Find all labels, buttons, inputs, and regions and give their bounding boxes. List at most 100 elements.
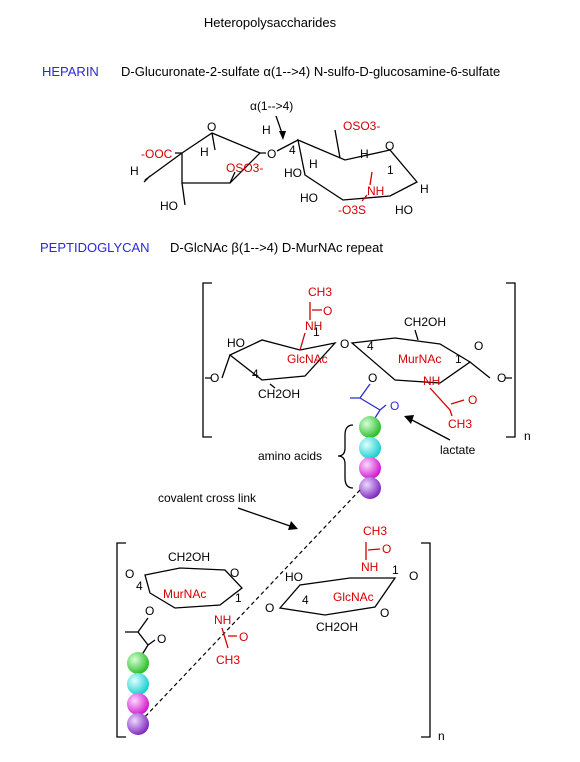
heparin-o-ring-right: O — [385, 139, 394, 153]
heparin-coo: -OOC — [141, 147, 173, 161]
lower-murnac-ring — [144, 567, 243, 609]
lower-amino-acid-beads — [127, 652, 149, 735]
lower-o-glc: O — [382, 542, 391, 556]
lower-pos4-right: 4 — [302, 593, 309, 607]
bead-magenta — [359, 457, 381, 479]
lower-o-left: O — [125, 567, 134, 581]
upper-ch3-glc: CH3 — [308, 285, 332, 299]
upper-ho: HO — [227, 336, 245, 350]
upper-o-left: O — [210, 371, 219, 385]
upper-pos4-right: 4 — [367, 339, 374, 353]
bead-cyan — [359, 437, 381, 459]
upper-o-right-end: O — [497, 371, 506, 385]
upper-pos4-left: 4 — [252, 367, 259, 381]
heparin-linkage-arrowhead — [279, 131, 286, 140]
lower-nac-mur — [221, 627, 237, 649]
heparin-h-right1: H — [309, 157, 318, 171]
heparin-oso3-ring: OSO3- — [226, 161, 263, 175]
lower-o-right-end: O — [409, 569, 418, 583]
heparin-h-right3: H — [420, 182, 429, 196]
upper-ch2oh-right: CH2OH — [404, 315, 446, 329]
heparin-pos1: 1 — [387, 163, 394, 177]
upper-pos1-left: 1 — [313, 325, 320, 339]
cross-link-dashed — [141, 489, 361, 721]
amino-acids-label: amino acids — [258, 449, 322, 463]
page-title: Heteropolysaccharides — [204, 15, 337, 30]
upper-nac-glc — [309, 302, 322, 320]
upper-glcnac-ring — [228, 339, 337, 381]
upper-nh-glc: NH — [305, 319, 322, 333]
upper-ch3-mur: CH3 — [448, 417, 472, 431]
upper-repeat-unit: n GlcNAc HO O 4 1 CH2OH NH O CH3 O MurNA… — [202, 282, 531, 443]
lower-repeat-unit: n MurNAc CH2OH O O 4 1 O O NH O CH3 O Gl… — [116, 524, 445, 743]
heparin-h-left3: H — [130, 164, 139, 178]
heparin-oso3-top: OSO3- — [343, 119, 380, 133]
upper-right-chain — [469, 361, 512, 379]
heparin-pos4: 4 — [289, 143, 296, 157]
heparin-ring-right — [297, 138, 419, 201]
lower-nac-glc — [365, 542, 381, 560]
upper-o-mur: O — [468, 393, 477, 407]
heparin-ho-right: HO — [284, 166, 302, 180]
lower-murnac-label: MurNAc — [163, 587, 206, 601]
bead-purple — [359, 477, 381, 499]
heparin-ring-left — [181, 132, 262, 184]
upper-ch2oh-bond — [269, 383, 276, 389]
lower-ch3-mur: CH3 — [216, 653, 240, 667]
lower-ch2oh-left: CH2OH — [168, 550, 210, 564]
lower-glcnac-label: GlcNAc — [333, 590, 374, 604]
lower-o-ring-left: O — [230, 566, 239, 580]
peptidoglycan-label: PEPTIDOGLYCAN — [40, 240, 150, 255]
lactate-arrowhead — [404, 415, 414, 424]
amino-acids-brace — [337, 424, 354, 489]
lower-ch2oh-right: CH2OH — [316, 620, 358, 634]
lower-lactyl-chain — [125, 617, 156, 659]
upper-subscript-n: n — [524, 429, 531, 443]
bead-purple — [127, 713, 149, 735]
lower-pos4-left: 4 — [136, 579, 143, 593]
lower-pos1-right: 1 — [392, 563, 399, 577]
lower-nh-mur: NH — [214, 613, 231, 627]
peptidoglycan-description: D-GlcNAc β(1-->4) D-MurNAc repeat — [170, 240, 383, 255]
lactate-label: lactate — [440, 443, 476, 457]
upper-murnac-label: MurNAc — [398, 352, 441, 366]
lactate-arrow — [411, 419, 451, 441]
lower-glycosidic-o: O — [265, 601, 274, 615]
heparin-section: HEPARIN D-Glucuronate-2-sulfate α(1-->4)… — [42, 64, 500, 217]
lower-o-mur: O — [239, 630, 248, 644]
heparin-nh-bond — [361, 171, 373, 202]
heparin-label: HEPARIN — [42, 64, 99, 79]
lower-nh-glc: NH — [361, 560, 378, 574]
lower-ch3-glc: CH3 — [363, 524, 387, 538]
upper-glycosidic-o: O — [340, 337, 349, 351]
bead-cyan — [127, 673, 149, 695]
heparin-h-left2: H — [200, 145, 209, 159]
upper-o-ring-right: O — [474, 339, 483, 353]
lower-o-ring-right: O — [380, 606, 389, 620]
heparin-ho-bottom: HO — [395, 203, 413, 217]
lower-ho: HO — [285, 570, 303, 584]
heparin-linkage-label: α(1-->4) — [250, 99, 293, 113]
heparin-nh: NH — [367, 184, 384, 198]
bead-magenta — [127, 693, 149, 715]
cross-link-arrowhead — [288, 521, 298, 530]
upper-nac-mur — [429, 387, 465, 417]
cross-link-label: covalent cross link — [158, 491, 257, 505]
heparin-glycosidic-bonds — [260, 139, 299, 154]
heparin-glycosidic-o: O — [267, 147, 276, 161]
heparin-ch2-branch — [334, 129, 341, 159]
upper-bracket-left — [202, 282, 212, 438]
upper-glcnac-label: GlcNAc — [287, 352, 328, 366]
heparin-ring-left-sub — [175, 132, 236, 184]
upper-bracket-right — [506, 282, 516, 438]
cross-link-arrow — [237, 507, 291, 527]
heparin-ho-left: HO — [160, 199, 178, 213]
upper-ch2oh-right-bond — [414, 329, 419, 341]
upper-lactyl-down — [374, 409, 381, 419]
lower-bracket-right — [421, 542, 431, 738]
lower-o-sub: O — [145, 604, 154, 618]
lower-bracket-left — [116, 542, 126, 738]
peptidoglycan-section: PEPTIDOGLYCAN D-GlcNAc β(1-->4) D-MurNAc… — [40, 240, 531, 743]
heparin-so3: -O3S — [338, 203, 366, 217]
